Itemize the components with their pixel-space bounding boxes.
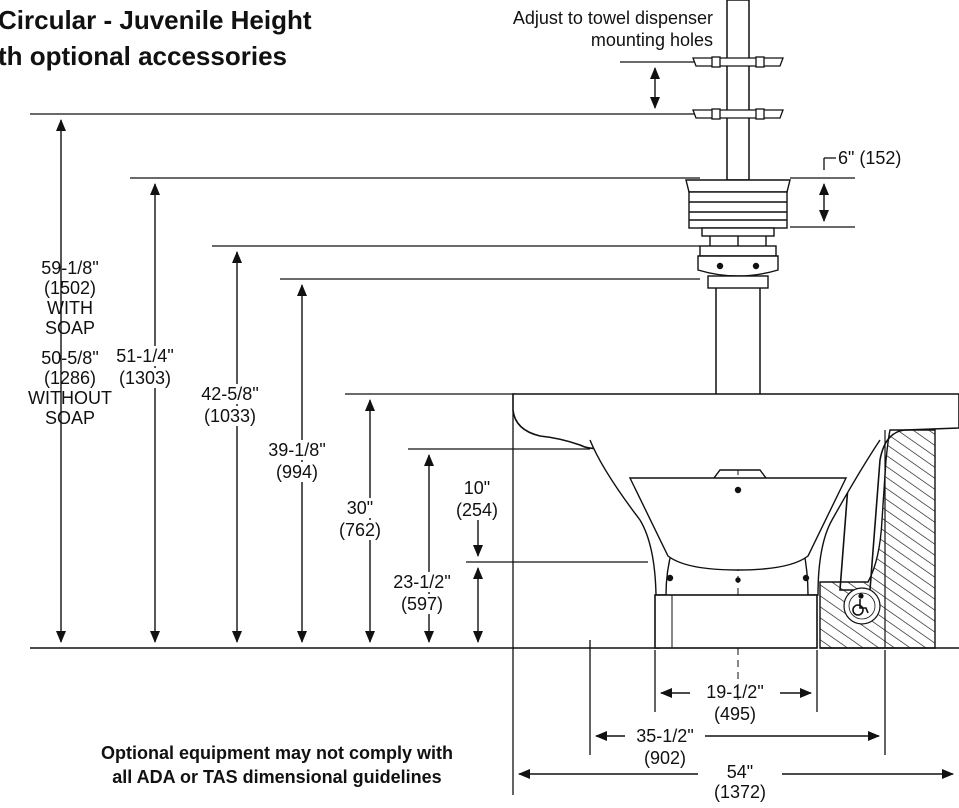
dim-19-line1: 19-1/2" [706,682,764,702]
dim-soap-line1: 59-1/8" [41,258,99,278]
dim-51-line2: (1303) [110,368,180,388]
dim-35-line2: (902) [643,748,687,768]
dim-23-line1: 23-1/2" [382,572,462,592]
diagram-title-line1: Circular - Juvenile Height [0,5,312,35]
dim-10-line1: 10" [463,478,491,498]
dim-39-line2: (994) [262,462,332,482]
dim-30-line2: (762) [330,520,390,540]
dim-30-line1: 30" [330,498,390,518]
diagram-title-line2: th optional accessories [0,41,287,71]
dim-6-label: 6" (152) [838,148,902,168]
towel-brackets [692,56,784,120]
dim-soap-label: 59-1/8" (1502) WITH SOAP 50-5/8" (1286) … [10,258,130,428]
support-frame [589,439,881,596]
towel-callout-line2: mounting holes [590,30,713,50]
dim-54-line1: 54" [726,762,754,782]
dim-35-line1: 35-1/2" [636,726,694,746]
dim-soap-line6: (1286) [43,368,97,388]
dim-soap-line7: WITHOUT [28,388,112,408]
compliance-note-line1: Optional equipment may not comply with [100,743,454,763]
dim-10-line2: (254) [455,500,499,520]
dim-19-line2: (495) [713,704,757,724]
compliance-note-line2: all ADA or TAS dimensional guidelines [112,767,442,787]
dim-54-line2: (1372) [713,782,767,802]
ada-badge [843,587,881,625]
dim-39-line1: 39-1/8" [262,440,332,460]
dim-42-line2: (1033) [194,406,266,426]
dim-soap-line5: 50-5/8" [41,348,99,368]
soap-dispenser [685,179,791,246]
dim-soap-line4: SOAP [44,318,96,338]
sprayhead [697,245,779,289]
dimension-arrows [56,67,954,779]
dim-42-line1: 42-5/8" [194,384,266,404]
extension-lines [30,61,886,795]
dim-soap-line2: (1502) [43,278,97,298]
wheelchair-icon [852,593,869,616]
dim-23-line2: (597) [382,594,462,614]
dim-soap-line8: SOAP [44,408,96,428]
dim-soap-line3: WITH [47,298,93,318]
pedestal-base [654,594,818,649]
towel-callout-line1: Adjust to towel dispenser [512,8,713,28]
dim-51-line1: 51-1/4" [110,346,180,366]
